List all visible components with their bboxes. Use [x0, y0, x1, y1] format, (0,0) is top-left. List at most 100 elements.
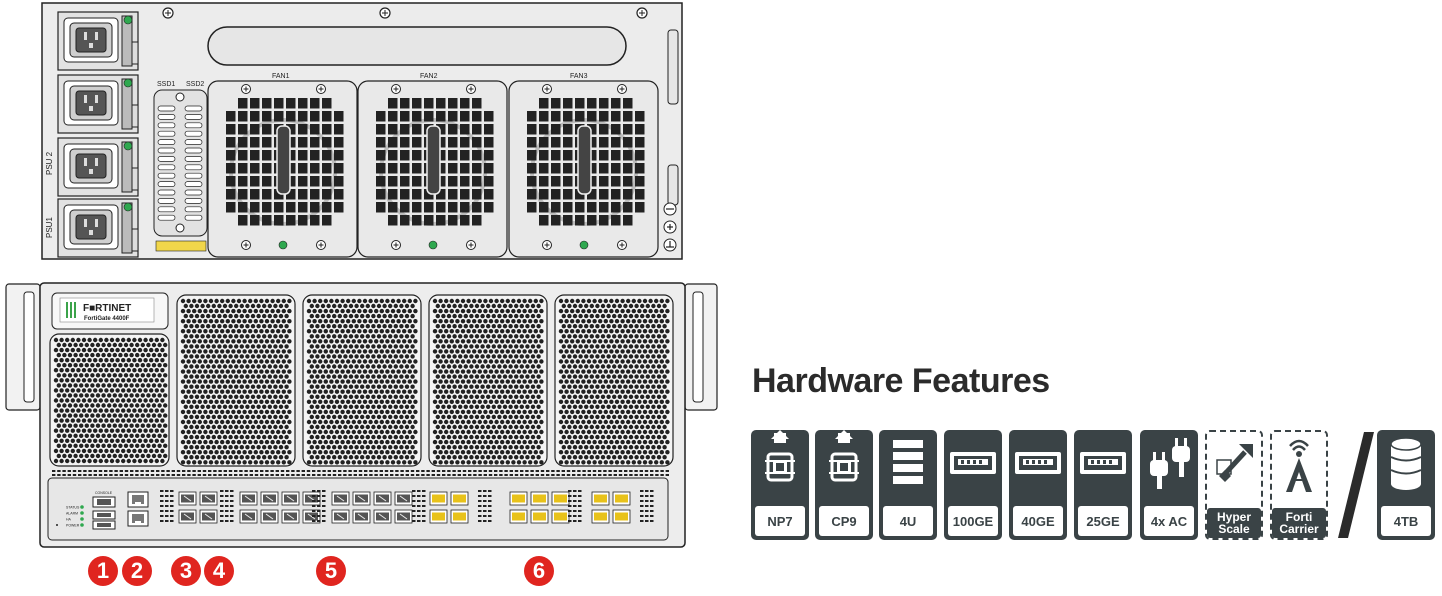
qsfp-port[interactable]	[429, 509, 448, 524]
ventilation-grill	[554, 294, 674, 467]
qsfp-port[interactable]	[530, 509, 549, 524]
sfp-port[interactable]	[260, 491, 279, 506]
qsfp-port[interactable]	[530, 491, 549, 506]
cp-chip-icon	[829, 430, 859, 482]
feature-badge-label: 40GE	[1013, 506, 1063, 536]
sfp-port[interactable]	[178, 509, 197, 524]
qsfp-port[interactable]	[591, 491, 610, 506]
storage-disk-icon	[1390, 437, 1422, 490]
led-label: STATUS	[66, 506, 80, 510]
fan-module[interactable]	[357, 80, 508, 258]
ssd-bay	[153, 89, 208, 237]
antenna-tower-icon	[1286, 439, 1312, 492]
fortinet-logo-icon	[66, 302, 76, 318]
qsfp-port[interactable]	[509, 491, 528, 506]
qsfp-port[interactable]	[591, 509, 610, 524]
feature-badge-label: 4x AC	[1144, 506, 1194, 536]
rack-units-icon	[893, 440, 923, 484]
sfp-port[interactable]	[331, 509, 350, 524]
sfp-port[interactable]	[281, 491, 300, 506]
sfp-port[interactable]	[373, 491, 392, 506]
status-led	[80, 523, 84, 527]
feature-badge: 40GE	[1009, 430, 1067, 540]
fan1-label: FAN1	[272, 73, 290, 80]
psu-module[interactable]	[57, 137, 139, 197]
psu-slots	[57, 11, 139, 258]
qsfp-port[interactable]	[612, 509, 631, 524]
led-label: ALARM	[66, 512, 78, 516]
feature-badge-label: CP9	[819, 506, 869, 536]
psu-module[interactable]	[57, 198, 139, 258]
status-led	[80, 505, 84, 509]
feature-badge: NP7	[751, 430, 809, 540]
feature-badge-label: Hyper Scale	[1207, 508, 1261, 538]
led-label: HA	[66, 518, 72, 522]
psu-status-led	[123, 202, 133, 212]
psu-status-led	[123, 15, 133, 25]
fan-module[interactable]	[508, 80, 659, 258]
sfp-port[interactable]	[302, 491, 321, 506]
sfp-port[interactable]	[239, 509, 258, 524]
sfp-port[interactable]	[352, 509, 371, 524]
fan-module[interactable]	[207, 80, 358, 258]
fan-status-led	[428, 240, 438, 250]
fan-status-led	[579, 240, 589, 250]
top-vent-slot	[207, 26, 627, 66]
front-panel: F■RTINET FortiGate 4400F STATUSALARMHAPO…	[5, 282, 718, 548]
ssd1-label: SSD1	[157, 81, 175, 88]
ventilation-grill	[49, 333, 170, 467]
feature-badge: Forti Carrier	[1270, 430, 1328, 540]
feature-badge-label: 25GE	[1078, 506, 1128, 536]
status-led	[80, 511, 84, 515]
sfp-port[interactable]	[260, 509, 279, 524]
ventilation-grill	[428, 294, 548, 467]
feature-badge-label: NP7	[755, 506, 805, 536]
sfp-port[interactable]	[178, 491, 197, 506]
qsfp-port[interactable]	[450, 509, 469, 524]
sfp-port[interactable]	[281, 509, 300, 524]
callout-marker: 4	[204, 556, 234, 586]
psu-module[interactable]	[57, 11, 139, 71]
sfp-port[interactable]	[352, 491, 371, 506]
qsfp-port[interactable]	[612, 491, 631, 506]
feature-badge: 25GE	[1074, 430, 1132, 540]
feature-badge-label: Forti Carrier	[1272, 508, 1326, 538]
ssd2-label: SSD2	[186, 81, 204, 88]
fan3-label: FAN3	[570, 73, 588, 80]
status-led	[80, 517, 84, 521]
ventilation-grill	[176, 294, 296, 467]
psu-module[interactable]	[57, 74, 139, 134]
qsfp-port[interactable]	[551, 491, 570, 506]
sfp-port[interactable]	[239, 491, 258, 506]
model-name: FortiGate 4400F	[84, 316, 130, 322]
psu-status-led	[123, 141, 133, 151]
rear-panel: PSU 2 PSU1 SSD1 SSD2 FAN1 FAN2 FAN3	[41, 2, 683, 260]
psu1-label: PSU1	[45, 217, 54, 238]
ventilation-grill	[302, 294, 422, 467]
rj45-port[interactable]	[127, 510, 149, 527]
fan2-label: FAN2	[420, 73, 438, 80]
rj45-port[interactable]	[127, 491, 149, 508]
brand-logo: F■RTINET	[83, 303, 131, 314]
callout-marker: 6	[524, 556, 554, 586]
qsfp-port[interactable]	[509, 509, 528, 524]
sfp-port[interactable]	[394, 491, 413, 506]
qsfp-port[interactable]	[551, 509, 570, 524]
io-bay	[47, 477, 669, 541]
callout-marker: 5	[316, 556, 346, 586]
sfp-port[interactable]	[199, 491, 218, 506]
transceiver-icon	[950, 452, 996, 474]
np-chip-icon	[765, 430, 795, 482]
warning-label	[155, 240, 207, 252]
console-label: CONSOLE	[95, 491, 113, 495]
qsfp-port[interactable]	[450, 491, 469, 506]
sfp-port[interactable]	[331, 491, 350, 506]
sfp-port[interactable]	[373, 509, 392, 524]
feature-badge-label: 4TB	[1381, 506, 1431, 536]
qsfp-port[interactable]	[429, 491, 448, 506]
callout-marker: 3	[171, 556, 201, 586]
hyperscale-arrow-icon	[1216, 444, 1253, 482]
sfp-port[interactable]	[199, 509, 218, 524]
sfp-port[interactable]	[394, 509, 413, 524]
feature-badge: CP9	[815, 430, 873, 540]
